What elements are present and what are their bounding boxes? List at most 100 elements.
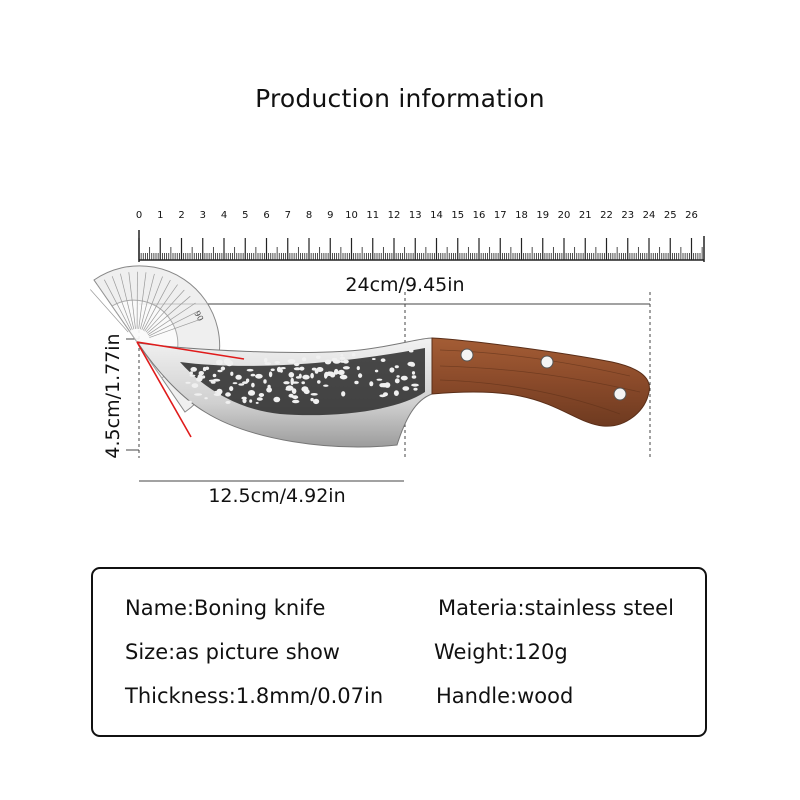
- hammer-spot: [185, 400, 192, 404]
- height-label: 4.5cm/1.77in: [102, 333, 124, 458]
- ruler-number: 22: [600, 210, 613, 221]
- hammer-spot: [285, 388, 293, 391]
- hammer-spot: [313, 398, 320, 405]
- hammer-spot: [295, 376, 301, 379]
- protractor-ray: [138, 272, 147, 329]
- ruler-number: 26: [685, 210, 698, 221]
- ruler-number: 12: [388, 210, 401, 221]
- hammer-spot: [394, 365, 399, 369]
- hammer-spot: [394, 378, 400, 384]
- hammer-spot: [247, 390, 256, 396]
- hammer-spot: [292, 399, 300, 404]
- hammer-spot: [333, 371, 341, 375]
- hammer-spot: [217, 369, 223, 373]
- hammer-spot: [258, 393, 265, 397]
- hammer-spot: [246, 368, 254, 372]
- ruler-number: 25: [664, 210, 677, 221]
- hammer-spot: [294, 362, 300, 367]
- hammer-spot: [411, 383, 419, 387]
- spec-size: Size:as picture show: [125, 640, 340, 664]
- hammer-spot: [381, 383, 388, 388]
- hammer-spot: [264, 362, 272, 365]
- ruler-number: 24: [643, 210, 656, 221]
- page-title: Production information: [255, 84, 545, 113]
- hammer-spot: [232, 382, 238, 385]
- protractor-ray: [145, 289, 185, 333]
- spec-thickness: Thickness:1.8mm/0.07in: [125, 684, 384, 708]
- hammer-spot: [264, 357, 268, 363]
- protractor-ray: [90, 289, 129, 333]
- ruler-number: 1: [157, 210, 163, 221]
- hammer-spot: [324, 372, 328, 379]
- hammer-spot: [303, 389, 310, 395]
- total-length-label: 24cm/9.45in: [345, 274, 464, 296]
- hammer-spot: [341, 391, 346, 397]
- hammer-spot: [400, 375, 408, 381]
- hammer-spot: [266, 387, 272, 393]
- hammer-spot: [337, 369, 345, 375]
- ruler-number: 6: [263, 210, 269, 221]
- ruler-number: 20: [558, 210, 571, 221]
- hammer-spot: [256, 397, 263, 401]
- hammer-spot: [189, 371, 193, 375]
- hammer-spot: [310, 397, 314, 402]
- hammer-spot: [191, 383, 199, 388]
- ruler-number: 2: [178, 210, 184, 221]
- ruler-number: 23: [621, 210, 634, 221]
- hammer-spot: [324, 359, 332, 365]
- hammer-spot: [332, 359, 341, 364]
- hammer-spot: [189, 374, 196, 377]
- hammer-spot: [288, 372, 295, 378]
- protractor-ray: [148, 310, 200, 337]
- protractor-ray: [128, 272, 136, 329]
- hammer-spot: [411, 371, 416, 375]
- knife-blade: [136, 337, 433, 448]
- ruler-number: 14: [430, 210, 443, 221]
- hammer-spot: [276, 366, 282, 373]
- ruler-number: 9: [327, 210, 333, 221]
- spec-name: Name:Boning knife: [125, 596, 326, 620]
- hammer-spot: [185, 381, 191, 384]
- hammer-spot: [223, 358, 231, 365]
- hammer-spot: [198, 371, 204, 376]
- ruler-number: 18: [515, 210, 528, 221]
- ruler-number: 15: [451, 210, 464, 221]
- ruler-number: 3: [200, 210, 206, 221]
- ruler-number: 16: [473, 210, 486, 221]
- hammer-spot: [225, 392, 231, 397]
- ruler-ticks: [138, 238, 703, 260]
- hammer-spot: [287, 359, 296, 364]
- knife-handle: [431, 337, 650, 427]
- hammer-spot: [273, 396, 281, 403]
- ruler-number: 19: [536, 210, 549, 221]
- blade-length-label: 12.5cm/4.92in: [208, 485, 345, 507]
- hammer-spot: [280, 367, 286, 370]
- hammer-spot: [311, 367, 317, 371]
- hammer-spot: [342, 366, 350, 370]
- hammer-spot: [291, 388, 297, 394]
- specifications-box: Name:Boning knife Materia:stainless stee…: [91, 567, 707, 737]
- hammer-spot: [383, 392, 388, 397]
- hammer-spot: [263, 379, 267, 384]
- hammer-spot: [374, 369, 379, 373]
- hammer-spot: [354, 380, 359, 385]
- spec-handle: Handle:wood: [436, 684, 574, 708]
- hammer-spot: [245, 378, 250, 383]
- hammer-spot: [250, 373, 256, 377]
- hammer-spot: [290, 379, 294, 386]
- protractor-ray: [103, 279, 132, 331]
- hammer-spot: [316, 367, 324, 372]
- hammer-spot: [376, 378, 383, 381]
- hammer-spot: [229, 386, 234, 392]
- ruler-number: 11: [366, 210, 379, 221]
- hammer-spot: [283, 381, 290, 385]
- hammer-spot: [235, 374, 242, 380]
- hammer-spot: [310, 393, 318, 396]
- ruler-number: 5: [242, 210, 248, 221]
- hammer-spot: [380, 358, 386, 363]
- ruler-number: 10: [345, 210, 358, 221]
- protractor-mark: 90: [192, 310, 205, 323]
- hammer-spot: [301, 357, 307, 362]
